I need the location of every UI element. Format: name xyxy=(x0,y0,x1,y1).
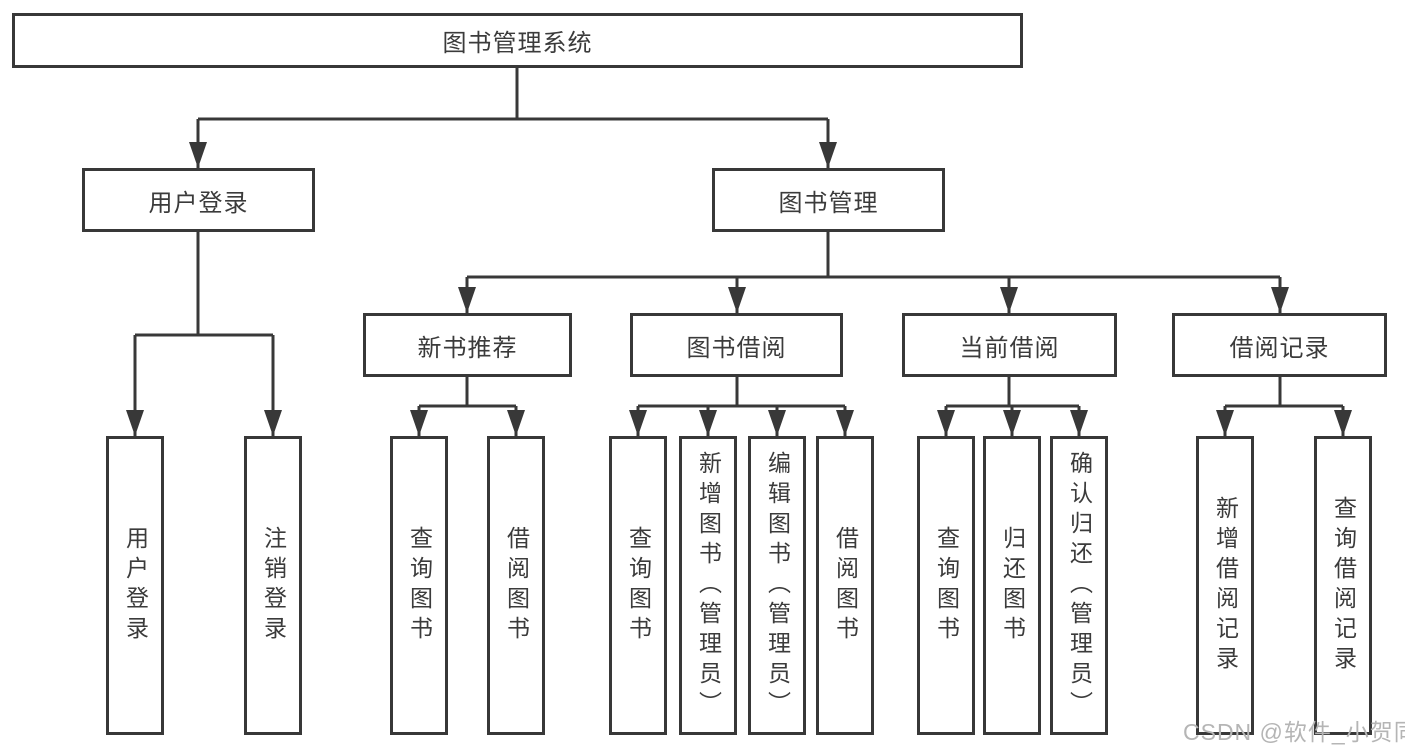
leaf-logout: 注销登录 xyxy=(244,436,302,735)
node-book-management-label: 图书管理 xyxy=(778,189,879,217)
node-current-borrow: 当前借阅 xyxy=(902,313,1117,377)
leaf-add-books-admin-label: 新增图书（管理员） xyxy=(695,450,722,721)
node-root-label: 图书管理系统 xyxy=(442,30,593,57)
leaf-query-borrow-record: 查询借阅记录 xyxy=(1314,436,1372,735)
leaf-query-borrow-record-label: 查询借阅记录 xyxy=(1330,495,1357,676)
leaf-query-books-current: 查询图书 xyxy=(917,436,975,735)
leaf-user-login-label: 用户登录 xyxy=(122,525,149,646)
leaf-query-books-recommend-label: 查询图书 xyxy=(406,525,433,646)
leaf-query-books-borrow: 查询图书 xyxy=(609,436,667,735)
node-borrow-records-label: 借阅记录 xyxy=(1229,334,1330,362)
leaf-add-books-admin: 新增图书（管理员） xyxy=(679,436,737,735)
leaf-edit-books-admin: 编辑图书（管理员） xyxy=(748,436,806,735)
node-borrow-records: 借阅记录 xyxy=(1172,313,1387,377)
leaf-confirm-return-admin: 确认归还（管理员） xyxy=(1050,436,1108,735)
node-current-borrow-label: 当前借阅 xyxy=(959,334,1060,362)
leaf-borrow-books-recommend-label: 借阅图书 xyxy=(503,525,530,646)
node-book-borrow: 图书借阅 xyxy=(630,313,843,377)
leaf-logout-label: 注销登录 xyxy=(260,525,287,646)
leaf-query-books-borrow-label: 查询图书 xyxy=(625,525,652,646)
leaf-return-books: 归还图书 xyxy=(983,436,1041,735)
leaf-borrow-books: 借阅图书 xyxy=(816,436,874,735)
leaf-user-login: 用户登录 xyxy=(106,436,164,735)
leaf-borrow-books-label: 借阅图书 xyxy=(832,525,859,646)
node-user-login-label: 用户登录 xyxy=(148,189,249,217)
node-book-borrow-label: 图书借阅 xyxy=(686,334,787,362)
node-new-book-recommend-label: 新书推荐 xyxy=(417,334,518,362)
node-new-book-recommend: 新书推荐 xyxy=(363,313,572,377)
watermark: CSDN @软件_小贺同学 xyxy=(1183,719,1405,745)
leaf-return-books-label: 归还图书 xyxy=(999,525,1026,646)
leaf-borrow-books-recommend: 借阅图书 xyxy=(487,436,545,735)
node-root: 图书管理系统 xyxy=(12,13,1023,68)
leaf-edit-books-admin-label: 编辑图书（管理员） xyxy=(764,450,791,721)
node-book-management: 图书管理 xyxy=(712,168,945,232)
leaf-query-books-recommend: 查询图书 xyxy=(390,436,448,735)
leaf-add-borrow-record: 新增借阅记录 xyxy=(1196,436,1254,735)
node-user-login: 用户登录 xyxy=(82,168,315,232)
leaf-query-books-current-label: 查询图书 xyxy=(933,525,960,646)
leaf-add-borrow-record-label: 新增借阅记录 xyxy=(1212,495,1239,676)
leaf-confirm-return-admin-label: 确认归还（管理员） xyxy=(1066,450,1093,721)
